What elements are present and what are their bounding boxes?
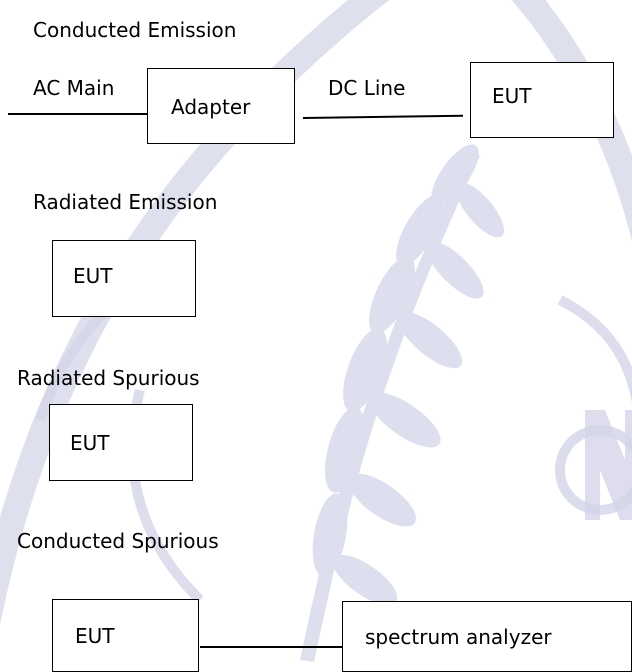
- spectrum-analyzer-box: spectrum analyzer: [342, 601, 632, 672]
- adapter-box: Adapter: [147, 68, 295, 144]
- eut-box-radiated-emission: EUT: [52, 240, 196, 317]
- eut-box-radiated-spurious: EUT: [49, 404, 193, 481]
- spectrum-analyzer-label: spectrum analyzer: [365, 625, 552, 649]
- ac-main-line: [8, 113, 148, 115]
- dc-line-label: DC Line: [328, 76, 406, 100]
- conducted-spurious-title: Conducted Spurious: [17, 529, 219, 553]
- eut-label: EUT: [73, 264, 113, 288]
- eut-label: EUT: [492, 84, 532, 108]
- dc-line: [302, 114, 463, 119]
- conducted-emission-title: Conducted Emission: [33, 18, 237, 42]
- eut-box-conducted-spurious: EUT: [52, 599, 199, 672]
- spurious-connection-line: [200, 646, 342, 648]
- radiated-emission-title: Radiated Emission: [33, 190, 218, 214]
- eut-label: EUT: [70, 431, 110, 455]
- ac-main-label: AC Main: [33, 76, 115, 100]
- eut-label: EUT: [75, 624, 115, 648]
- adapter-label: Adapter: [171, 95, 251, 119]
- radiated-spurious-title: Radiated Spurious: [17, 366, 200, 390]
- eut-box-conducted-emission: EUT: [470, 62, 614, 138]
